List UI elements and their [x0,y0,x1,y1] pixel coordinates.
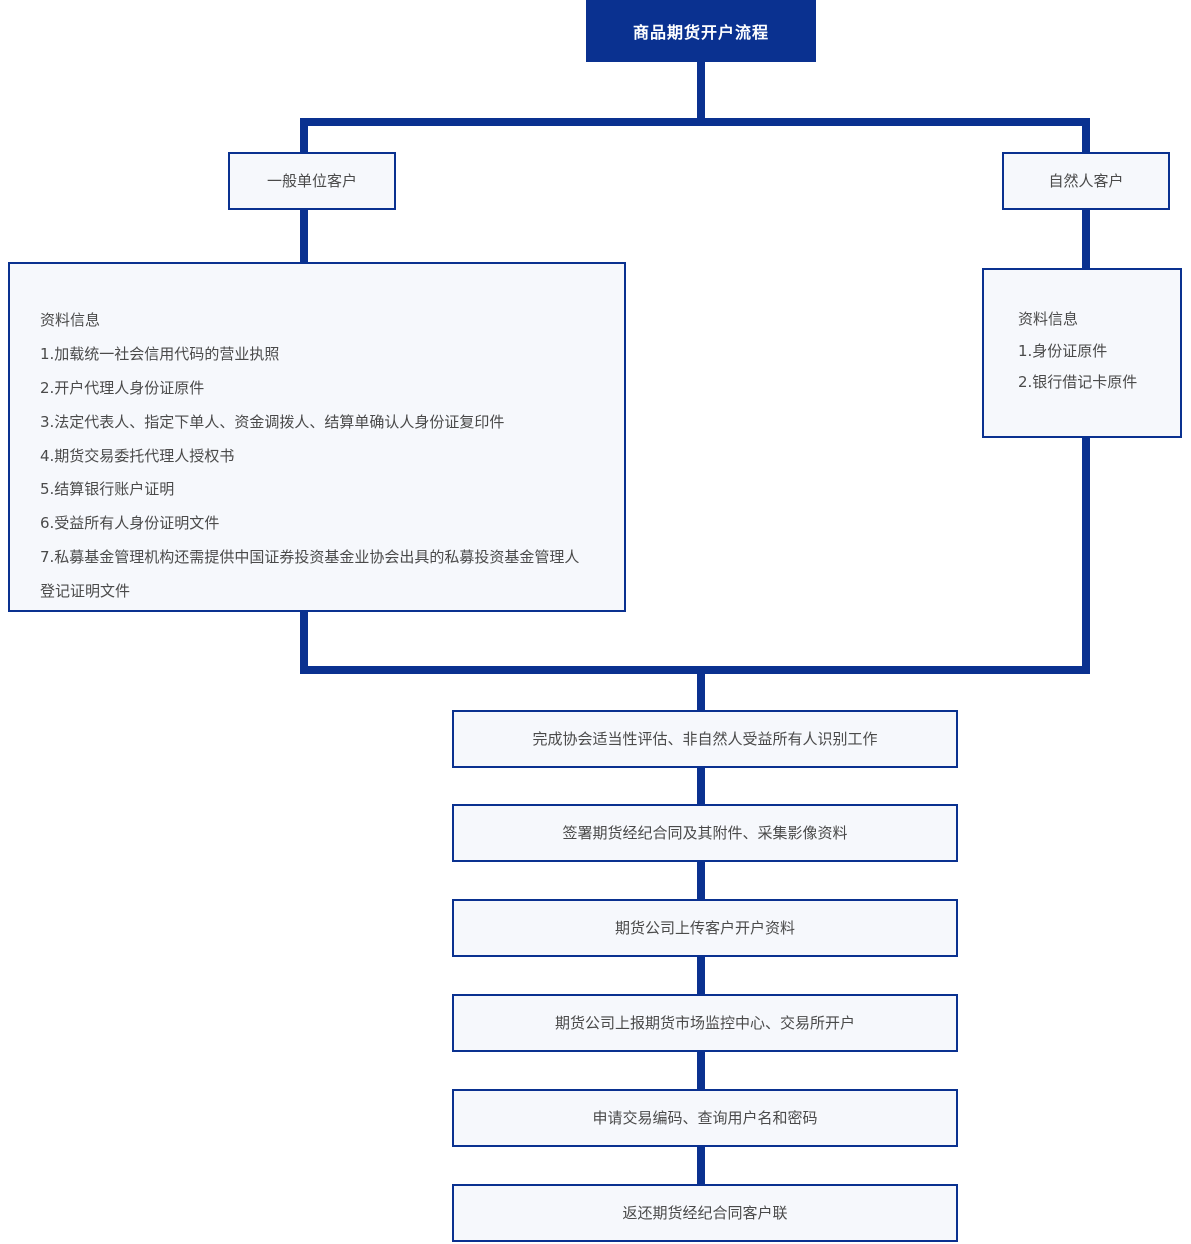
branch-label-individual: 自然人客户 [1048,171,1124,190]
process-box-step-4[interactable]: 期货公司上报期货市场监控中心、交易所开户 [452,994,958,1052]
connector-step-5-to-6 [697,1147,705,1184]
info-item: 6.受益所有人身份证明文件 [40,514,220,533]
process-box-step-3[interactable]: 期货公司上传客户开户资料 [452,899,958,957]
connector-step-4-to-5 [697,1052,705,1089]
info-item: 5.结算银行账户证明 [40,480,175,499]
connector-merge-down [697,666,705,712]
info-heading-corporate: 资料信息 [40,311,101,329]
connector-split-right-down [1082,118,1090,154]
process-label-step-1: 完成协会适当性评估、非自然人受益所有人识别工作 [532,729,878,748]
process-box-step-2[interactable]: 签署期货经纪合同及其附件、采集影像资料 [452,804,958,862]
process-label-step-3: 期货公司上传客户开户资料 [614,918,795,937]
process-box-step-5[interactable]: 申请交易编码、查询用户名和密码 [452,1089,958,1147]
connector-step-2-to-3 [697,862,705,899]
info-heading-individual: 资料信息 [1018,310,1079,328]
process-label-step-4: 期货公司上报期货市场监控中心、交易所开户 [554,1013,855,1032]
connector-step-1-to-2 [697,768,705,804]
info-item: 2.银行借记卡原件 [1018,373,1138,391]
connector-corporate-to-info [300,210,308,264]
connector-split-left-down [300,118,308,154]
info-list-corporate: 资料信息 1.加载统一社会信用代码的营业执照 2.开户代理人身份证原件 3.法定… [40,304,594,609]
process-label-step-5: 申请交易编码、查询用户名和密码 [592,1108,818,1127]
branch-box-individual[interactable]: 自然人客户 [1002,152,1170,210]
process-box-step-6[interactable]: 返还期货经纪合同客户联 [452,1184,958,1242]
info-panel-individual: 资料信息 1.身份证原件 2.银行借记卡原件 [982,268,1182,438]
branch-box-corporate[interactable]: 一般单位客户 [228,152,396,210]
process-label-step-6: 返还期货经纪合同客户联 [622,1203,788,1222]
connector-merge-bar [300,666,1090,674]
branch-label-corporate: 一般单位客户 [266,171,357,190]
connector-title-down [697,62,705,120]
info-item: 7.私募基金管理机构还需提供中国证券投资基金业协会出具的私募投资基金管理人登记证… [40,548,580,601]
connector-split-bar [300,118,1090,126]
info-item: 4.期货交易委托代理人授权书 [40,446,235,465]
info-item: 3.法定代表人、指定下单人、资金调拨人、结算单确认人身份证复印件 [40,412,505,431]
flowchart-title-box: 商品期货开户流程 [586,0,816,62]
process-box-step-1[interactable]: 完成协会适当性评估、非自然人受益所有人识别工作 [452,710,958,768]
connector-individual-to-info [1082,210,1090,270]
info-item: 1.加载统一社会信用代码的营业执照 [40,344,280,363]
connector-step-3-to-4 [697,957,705,994]
info-item: 2.开户代理人身份证原件 [40,378,205,397]
info-item: 1.身份证原件 [1018,341,1108,360]
info-list-individual: 资料信息 1.身份证原件 2.银行借记卡原件 [1018,304,1180,399]
flowchart-title-text: 商品期货开户流程 [632,23,769,42]
process-label-step-2: 签署期货经纪合同及其附件、采集影像资料 [562,823,848,842]
connector-corporate-info-down [300,610,308,674]
connector-individual-info-down [1082,436,1090,674]
info-panel-corporate: 资料信息 1.加载统一社会信用代码的营业执照 2.开户代理人身份证原件 3.法定… [8,262,626,612]
